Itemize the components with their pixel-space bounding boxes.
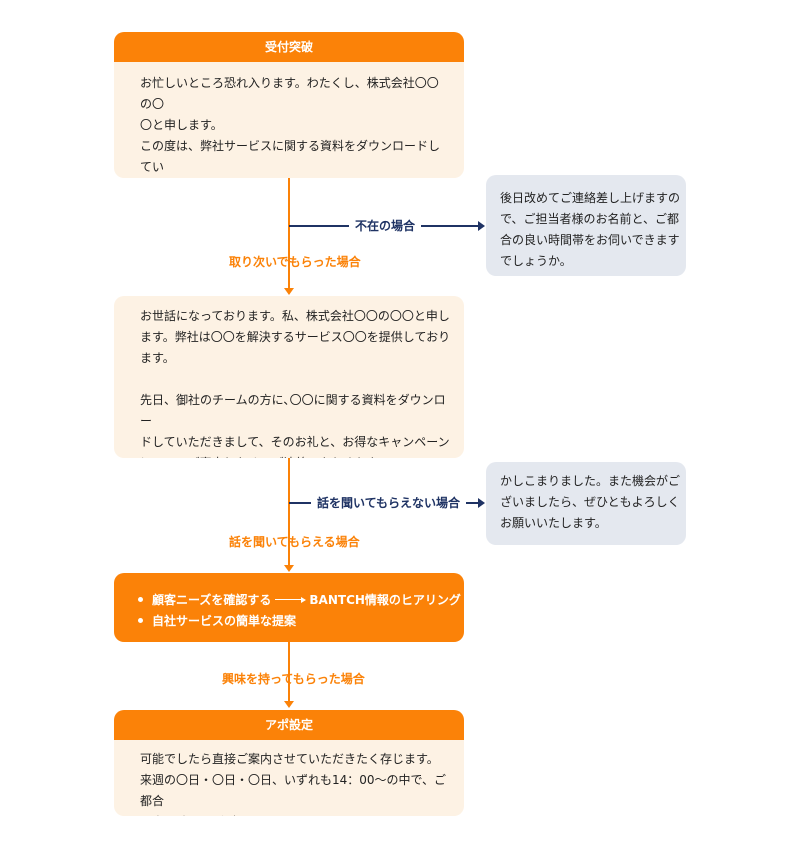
step-appointment-box: アポ設定 可能でしたら直接ご案内させていただきたく存じます。 来週の〇日・〇日・… bbox=[114, 710, 464, 816]
bullet-dot-icon bbox=[138, 597, 143, 602]
hearing-bullet-2-text: 自社サービスの簡単な提案 bbox=[152, 614, 297, 628]
step-reception-body: お忙しいところ恐れ入ります。わたくし、株式会社〇〇の〇 〇と申します。 この度は… bbox=[140, 76, 441, 174]
connector-1-arrowhead bbox=[284, 288, 294, 295]
branch-declined-label: 話を聞いてもらえない場合 bbox=[311, 495, 467, 511]
step-introduction-body: お世話になっております。私、株式会社〇〇の〇〇と申し ます。弊社は〇〇を解決する… bbox=[140, 309, 451, 458]
branch-declined-response-box: かしこまりました。また機会がご ざいましたら、ぜひともよろしく お願いいたします… bbox=[486, 462, 686, 545]
connector-3-arrowhead bbox=[284, 701, 294, 708]
connector-3-line bbox=[288, 642, 290, 702]
hearing-bullet-2: 自社サービスの簡単な提案 bbox=[138, 610, 461, 631]
branch-declined-arrowhead bbox=[478, 498, 485, 508]
hearing-bullet-1-right: BANTCH情報のヒアリング bbox=[309, 593, 461, 607]
bullet-dot-icon bbox=[138, 618, 143, 623]
right-arrow-icon bbox=[275, 596, 307, 603]
flow-transferred-label: 取り次いでもらった場合 bbox=[229, 255, 361, 269]
connector-2-arrowhead bbox=[284, 565, 294, 572]
hearing-bullet-1: 顧客ニーズを確認する BANTCH情報のヒアリング bbox=[138, 589, 461, 610]
branch-absent-arrowhead bbox=[478, 221, 485, 231]
flow-listening-label: 話を聞いてもらえる場合 bbox=[229, 535, 360, 549]
hearing-bullet-list: 顧客ニーズを確認する BANTCH情報のヒアリング 自社サービスの簡単な提案 bbox=[138, 589, 461, 631]
step-reception-title: 受付突破 bbox=[114, 32, 464, 62]
step-introduction-box: お世話になっております。私、株式会社〇〇の〇〇と申し ます。弊社は〇〇を解決する… bbox=[114, 296, 464, 458]
connector-1-line bbox=[288, 178, 290, 288]
branch-absent-response-box: 後日改めてご連絡差し上げますの で、ご担当者様のお名前と、ご都 合の良い時間帯を… bbox=[486, 175, 686, 276]
step-reception-box: 受付突破 お忙しいところ恐れ入ります。わたくし、株式会社〇〇の〇 〇と申します。… bbox=[114, 32, 464, 178]
step-appointment-body: 可能でしたら直接ご案内させていただきたく存じます。 来週の〇日・〇日・〇日、いず… bbox=[140, 752, 447, 816]
step-appointment-title: アポ設定 bbox=[114, 710, 464, 740]
step-hearing-box: 顧客ニーズを確認する BANTCH情報のヒアリング 自社サービスの簡単な提案 bbox=[114, 573, 464, 642]
branch-absent-label: 不在の場合 bbox=[349, 218, 422, 234]
hearing-bullet-1-left: 顧客ニーズを確認する bbox=[152, 593, 272, 607]
flow-interested-label: 興味を持ってもらった場合 bbox=[222, 672, 365, 686]
branch-absent-response-text: 後日改めてご連絡差し上げますの で、ご担当者様のお名前と、ご都 合の良い時間帯を… bbox=[500, 191, 681, 268]
connector-2-line bbox=[288, 458, 290, 566]
branch-declined-response-text: かしこまりました。また機会がご ざいましたら、ぜひともよろしく お願いいたします… bbox=[500, 474, 681, 530]
